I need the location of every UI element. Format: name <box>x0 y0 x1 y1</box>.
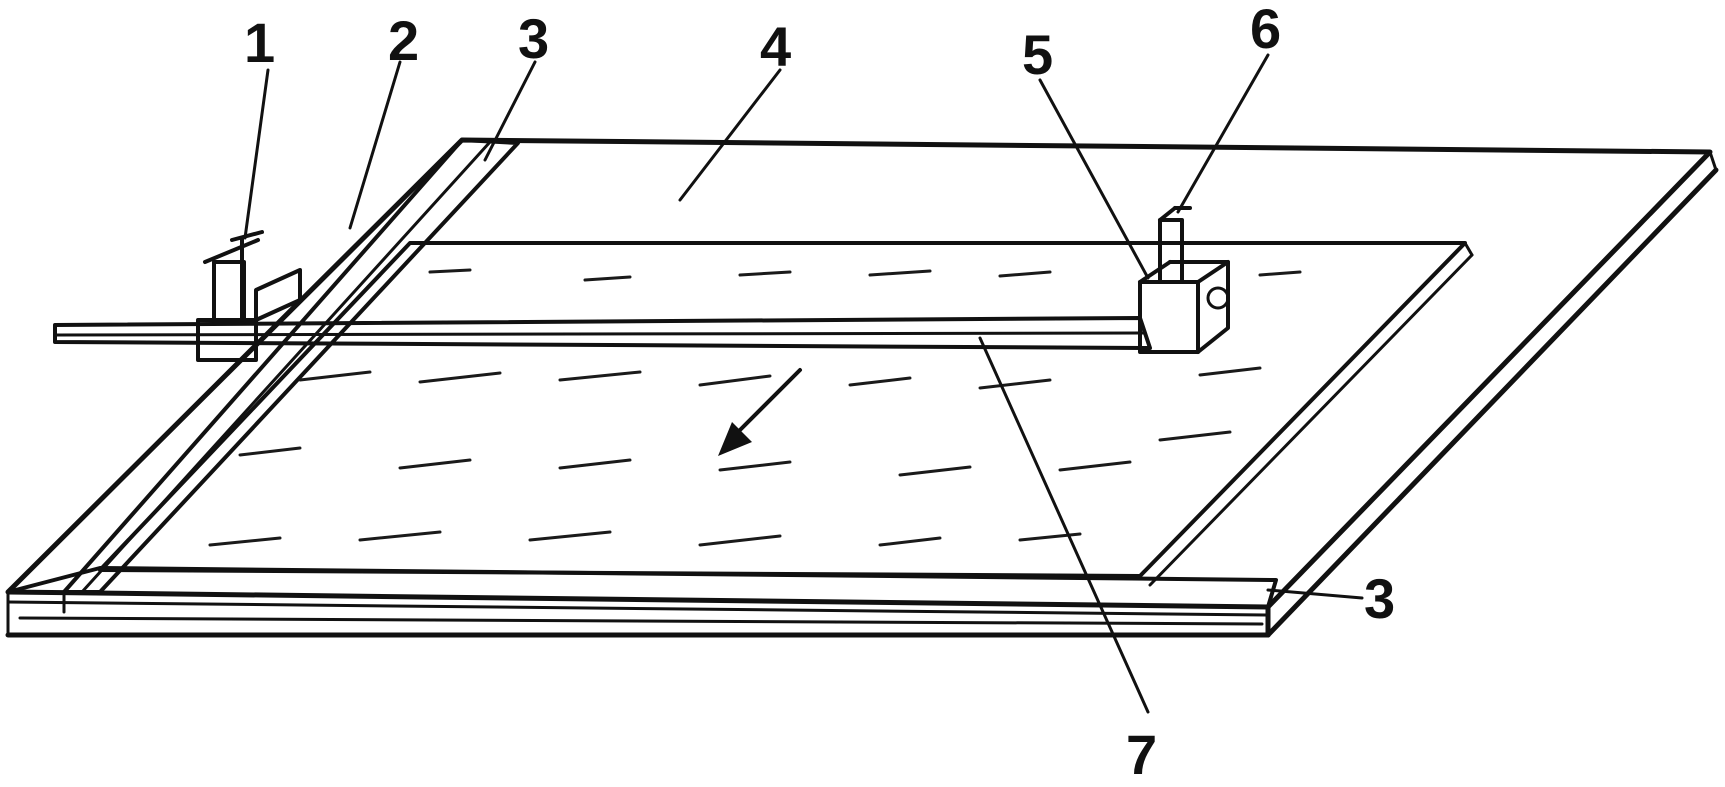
callout-5: 5 <box>1022 23 1053 86</box>
ruler-bar <box>53 316 1152 350</box>
cutter-handle <box>1158 206 1192 284</box>
direction-arrow-icon <box>718 368 802 456</box>
guide-rail-left <box>62 138 520 614</box>
leader-lines <box>243 53 1364 714</box>
callout-4: 4 <box>760 15 791 78</box>
callout-6: 6 <box>1250 0 1281 60</box>
callout-3-top: 3 <box>518 7 549 70</box>
callout-7: 7 <box>1126 723 1157 786</box>
base-board <box>5 137 1719 638</box>
callout-1: 1 <box>244 11 275 74</box>
callout-3-right: 3 <box>1364 567 1395 630</box>
callout-2: 2 <box>388 9 419 72</box>
clamp <box>196 230 302 362</box>
guide-rail-bottom <box>6 566 1278 626</box>
cutter-carriage <box>1138 260 1230 354</box>
